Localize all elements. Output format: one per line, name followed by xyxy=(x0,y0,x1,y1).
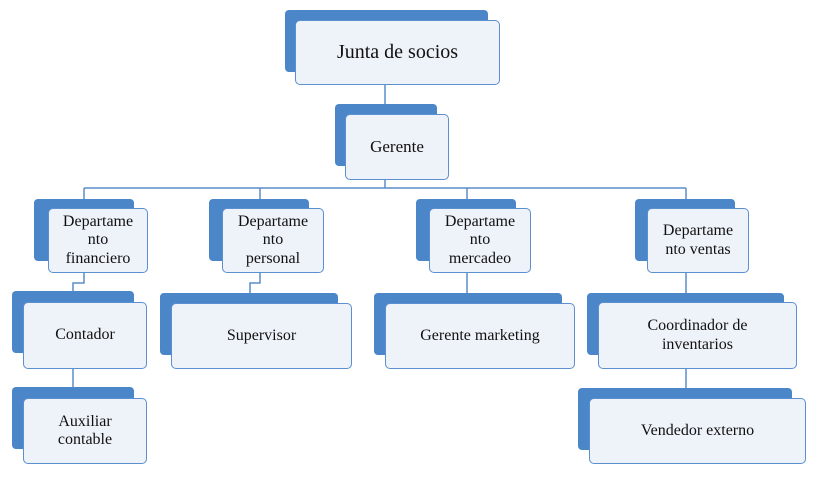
node-label: Gerente marketing xyxy=(420,326,540,344)
node-label: Junta de socios xyxy=(336,41,459,63)
node-label: Auxiliar contable xyxy=(57,412,113,448)
node-label: Departame nto financiero xyxy=(62,212,134,267)
node-label: Vendedor externo xyxy=(640,421,755,439)
node-supervisor: Supervisor xyxy=(160,293,352,369)
node-departamento-personal: Departame nto personal xyxy=(209,199,324,273)
node-label: Departame nto mercadeo xyxy=(444,212,516,267)
node-gerente: Gerente xyxy=(335,104,449,180)
node-departamento-financiero: Departame nto financiero xyxy=(34,199,148,273)
node-departamento-ventas: Departame nto ventas xyxy=(635,199,749,273)
node-contador: Contador xyxy=(12,291,147,369)
node-label: Contador xyxy=(55,326,115,344)
connector-financiero-contador xyxy=(72,272,85,292)
node-label: Departame nto personal xyxy=(237,212,309,267)
node-coordinador-de-inventarios: Coordinador de inventarios xyxy=(587,293,797,369)
node-label: Coordinador de inventarios xyxy=(647,317,748,353)
node-label: Supervisor xyxy=(226,326,297,344)
connector-personal-supervisor xyxy=(249,272,261,294)
node-label: Departame nto ventas xyxy=(662,222,734,258)
node-departamento-mercadeo: Departame nto mercadeo xyxy=(416,199,531,273)
node-label: Gerente xyxy=(370,137,424,157)
node-auxiliar-contable: Auxiliar contable xyxy=(12,387,147,464)
node-vendedor-externo: Vendedor externo xyxy=(578,388,806,464)
node-junta-de-socios: Junta de socios xyxy=(285,10,500,85)
node-gerente-marketing: Gerente marketing xyxy=(374,293,575,369)
